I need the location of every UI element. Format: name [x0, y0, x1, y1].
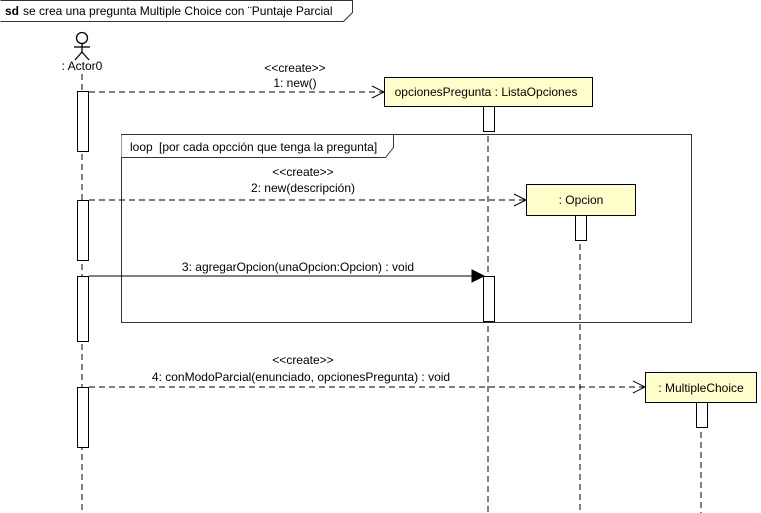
object-opcion[interactable]: : Opcion	[526, 184, 636, 216]
message-3-arrowhead	[471, 269, 486, 283]
activation-actor-4	[77, 387, 89, 448]
loop-fragment	[121, 134, 692, 323]
loop-tab	[121, 134, 394, 158]
message-2-label: 2: new(descripción)	[251, 181, 355, 195]
activation-actor-1	[77, 91, 89, 152]
object-opcion-label: : Opcion	[559, 193, 604, 207]
object-multiplechoice-label: : MultipleChoice	[658, 381, 744, 395]
message-4-arrowhead	[632, 380, 647, 394]
activation-multiplechoice	[696, 402, 708, 428]
activation-listaopciones-2	[483, 276, 495, 322]
loop-guard: [por cada opcción que tenga la pregunta]	[159, 140, 377, 154]
loop-keyword: loop	[130, 140, 153, 154]
message-3-label: 3: agregarOpcion(unaOpcion:Opcion) : voi…	[182, 260, 414, 274]
actor-label: : Actor0	[62, 59, 103, 73]
actor-icon[interactable]	[74, 31, 90, 61]
message-1-stereotype: <<create>>	[264, 61, 325, 75]
frame-keyword: sd	[5, 4, 19, 18]
message-1-label: 1: new()	[273, 76, 316, 90]
message-4-label: 4: conModoParcial(enunciado, opcionesPre…	[152, 370, 450, 384]
object-multiplechoice[interactable]: : MultipleChoice	[645, 372, 757, 403]
frame-title: se crea una pregunta Multiple Choice con…	[23, 4, 333, 18]
object-listaopciones[interactable]: opcionesPregunta : ListaOpciones	[384, 77, 593, 107]
activation-actor-3	[77, 276, 89, 342]
message-1-arrowhead	[371, 85, 386, 99]
activation-opcion	[575, 214, 587, 241]
activation-listaopciones-1	[483, 106, 495, 132]
frame-tab	[0, 0, 353, 22]
object-listaopciones-label: opcionesPregunta : ListaOpciones	[395, 85, 578, 99]
message-2-stereotype: <<create>>	[272, 165, 333, 179]
activation-actor-2	[77, 200, 89, 261]
message-4-stereotype: <<create>>	[272, 353, 333, 367]
message-2-arrowhead	[513, 193, 528, 207]
